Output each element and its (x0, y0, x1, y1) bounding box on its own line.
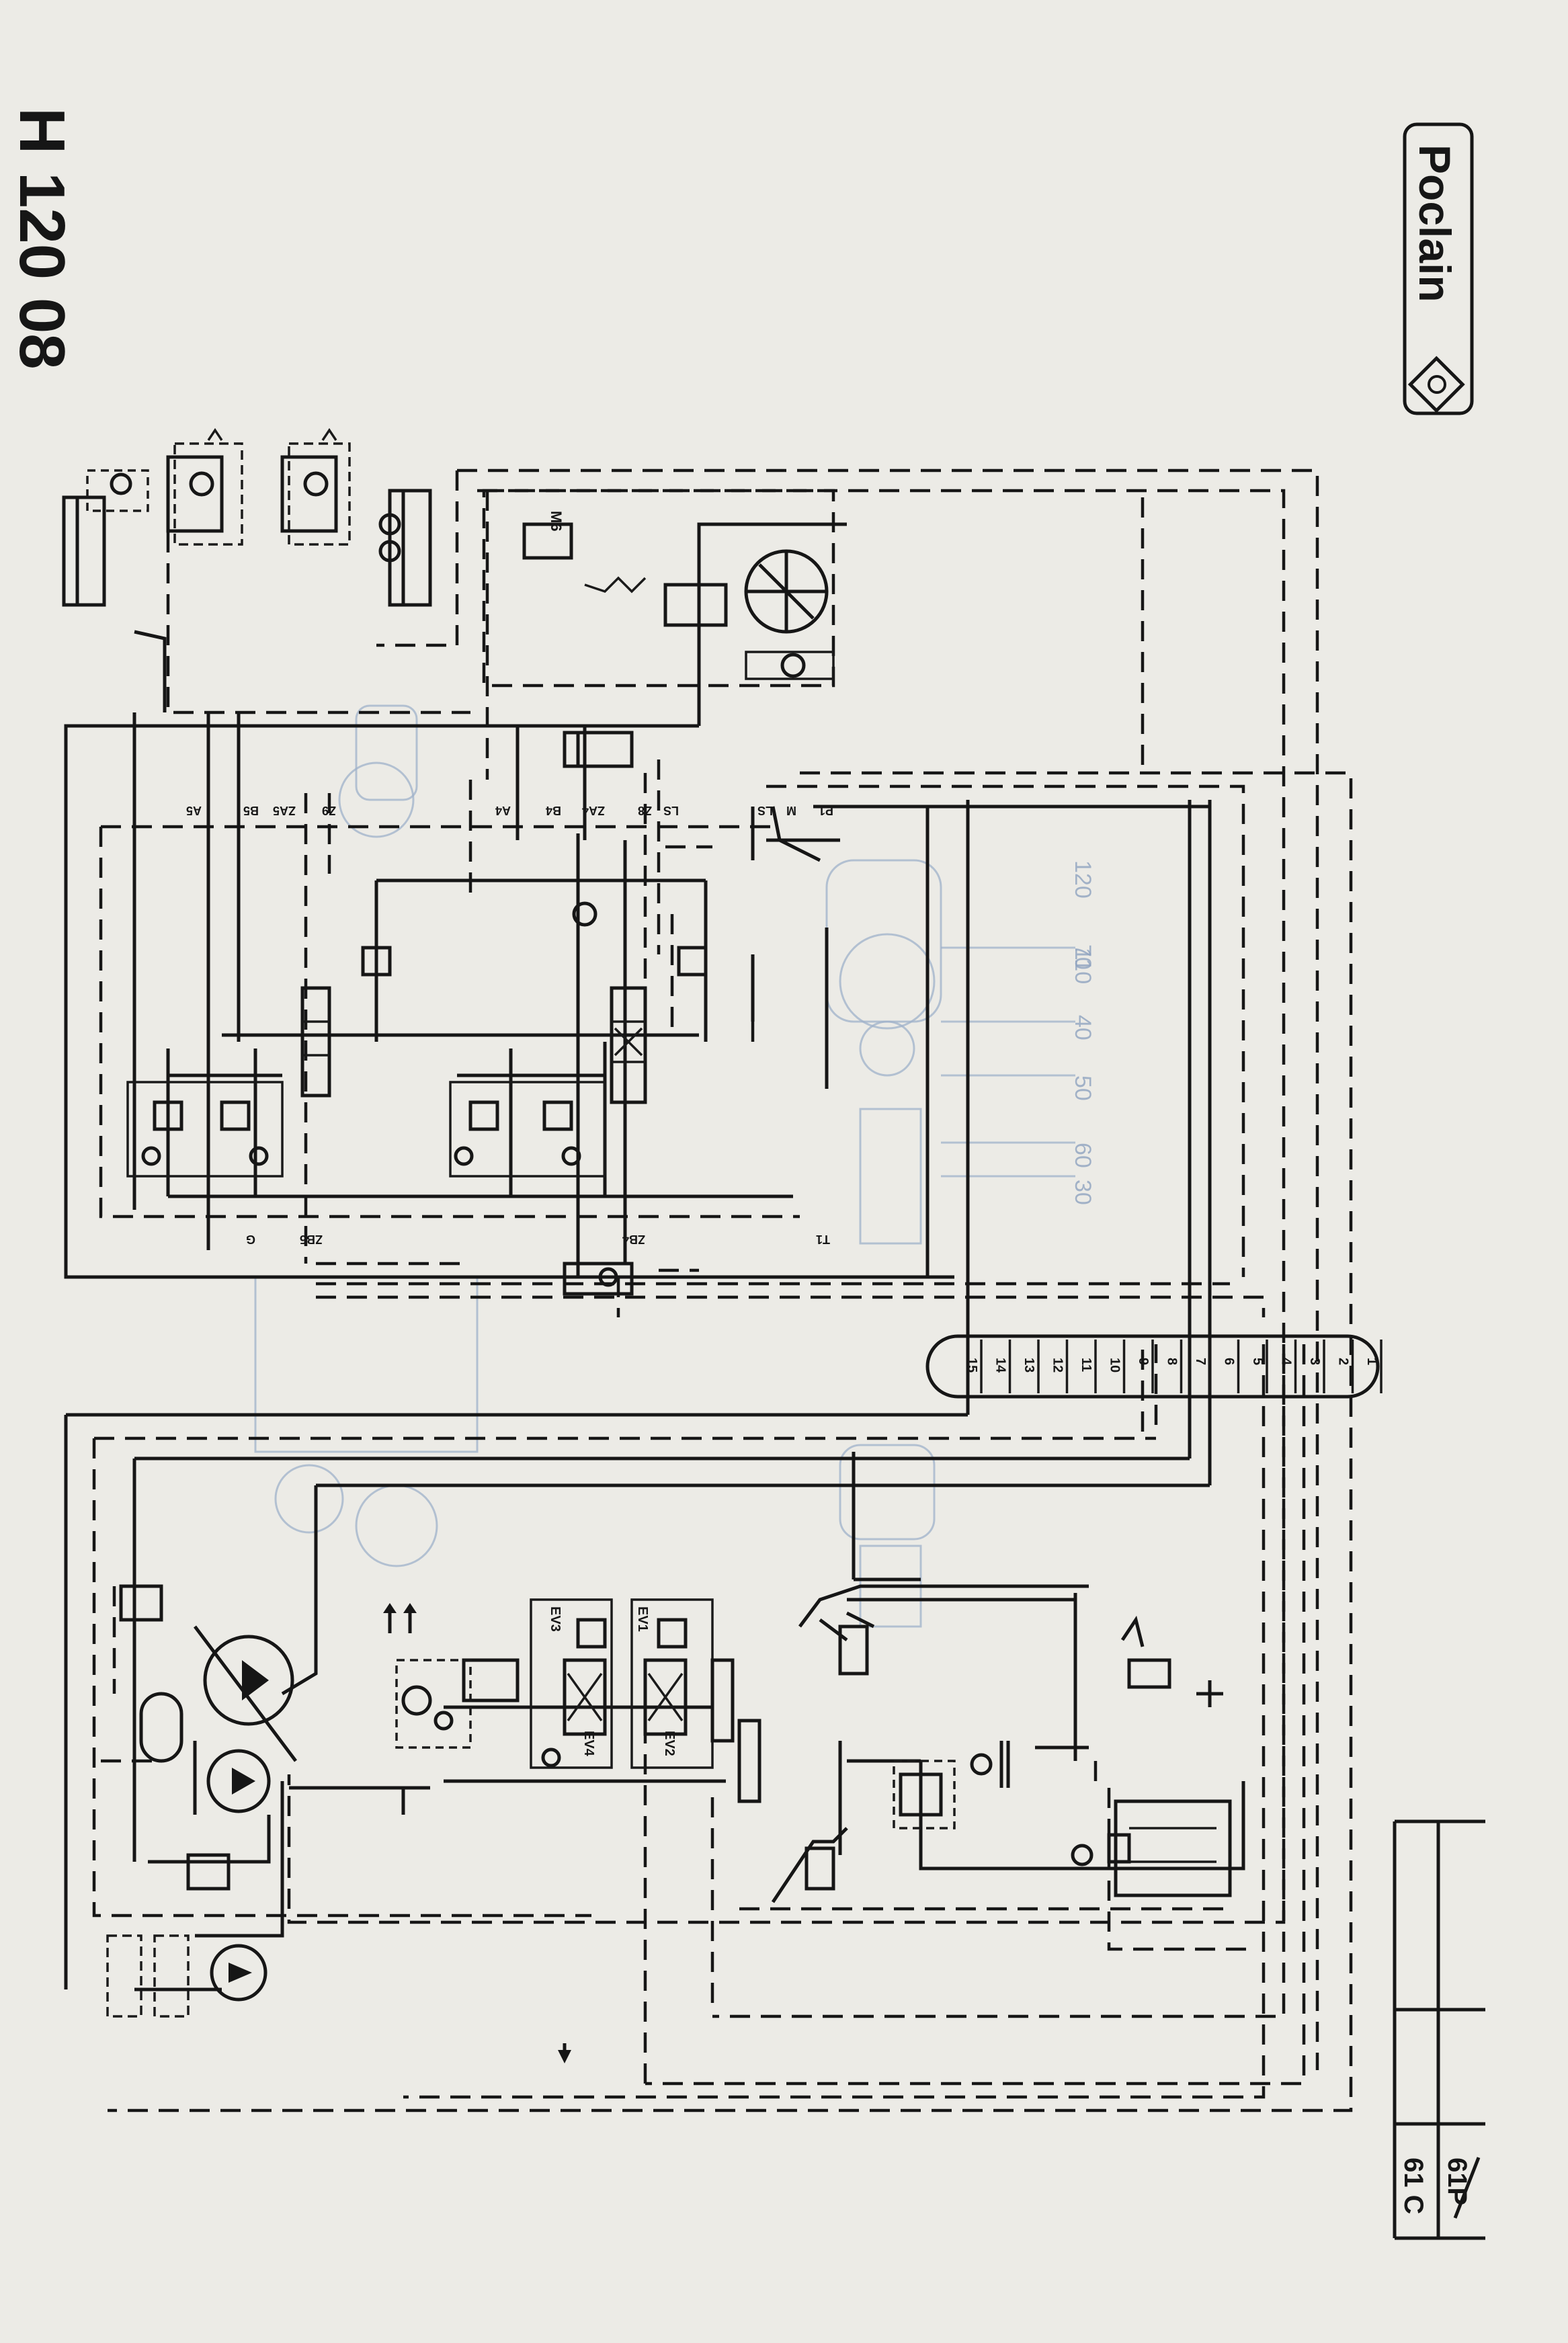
connector-pin-label: 15 (964, 1358, 979, 1372)
poclain-logo: Poclain (1403, 122, 1474, 415)
port-label-bottom: ZB5 (300, 1233, 323, 1246)
valve-label-ev3: EV3 (548, 1606, 563, 1632)
port-label-top: Z9 (322, 804, 336, 817)
valve-label-ev1: EV1 (635, 1606, 650, 1632)
connector-pin-label: 4 (1279, 1358, 1294, 1366)
gauge-label: M6 (548, 511, 565, 532)
connector-pin-label: 5 (1250, 1358, 1265, 1365)
ghost-number-70: 70 (1070, 944, 1096, 970)
solenoid-valve-bank: EV3 EV1 EV4 EV2 (395, 1598, 761, 1803)
ghost-number-60: 60 (1070, 1143, 1096, 1168)
connector-pin-label: 13 (1022, 1358, 1036, 1372)
port-label-top: ZA4 (582, 804, 605, 817)
connector-pin-label: 14 (993, 1358, 1008, 1373)
connector-pin-label: 12 (1050, 1358, 1065, 1372)
connector-pin-label: 1 (1364, 1358, 1379, 1365)
ghost-number-110: 110 (1070, 948, 1096, 984)
directional-valves (126, 731, 708, 1296)
port-label-top: LS (757, 804, 773, 817)
control-pedals (771, 1584, 1232, 1903)
port-label-top: B4 (546, 804, 561, 817)
connector-pin-label: 9 (1136, 1358, 1151, 1365)
background-parts-drawing: 120 110 70 40 50 60 30 (254, 704, 1096, 1628)
connector-pin-label: 10 (1108, 1358, 1122, 1372)
pilot-drain-lines (92, 468, 1353, 2112)
connector-pin-label: 6 (1222, 1358, 1237, 1365)
port-label-top: A5 (186, 804, 202, 817)
connector-pin-label: 2 (1336, 1358, 1351, 1365)
valve-label-ev2: EV2 (662, 1731, 677, 1756)
ghost-number-120: 120 (1070, 860, 1096, 899)
port-label-top: A4 (495, 804, 511, 817)
port-label-top: LS (663, 804, 679, 817)
drawing-title: H 120 08 (6, 108, 78, 370)
port-label-bottom: ZB4 (622, 1233, 645, 1246)
ghost-number-50: 50 (1070, 1075, 1096, 1101)
title-block: 61 C 61P (1393, 1819, 1485, 2240)
connector-pin-label: 3 (1307, 1358, 1322, 1365)
port-label-top: B5 (243, 804, 259, 817)
port-label-top: P1 (819, 804, 833, 817)
motor-block: M6 (482, 489, 835, 768)
valve-label-ev4: EV4 (581, 1731, 596, 1757)
port-label-top: Z8 (638, 804, 652, 817)
port-labels: A5 B5 ZA5 Z9 A4 B4 ZA4 Z8 LS LS M P1G ZB5 ZB4 T1 (186, 804, 833, 1246)
main-pressure-lines (64, 522, 1245, 1991)
connector-pin-label: 8 (1165, 1358, 1180, 1365)
port-label-top: M (786, 804, 796, 817)
connector-pin-label: 11 (1079, 1358, 1094, 1372)
cylinders-top-left (62, 427, 432, 607)
port-label-bottom: G (246, 1233, 255, 1246)
connector-pin-label: 7 (1193, 1358, 1208, 1365)
pump-section (106, 1584, 571, 2063)
ghost-number-30: 30 (1070, 1180, 1096, 1205)
electrical-connector: 15 14 13 12 11 10 9 8 7 6 5 4 3 2 1 (925, 1334, 1383, 1399)
port-label-bottom: T1 (816, 1233, 830, 1246)
ghost-number-40: 40 (1070, 1015, 1096, 1040)
brand-name: Poclain (1410, 145, 1460, 302)
sheet-code: 61 C (1399, 2157, 1428, 2215)
port-label-top: ZA5 (273, 804, 296, 817)
sheet-old-code: 61P (1442, 2157, 1472, 2205)
